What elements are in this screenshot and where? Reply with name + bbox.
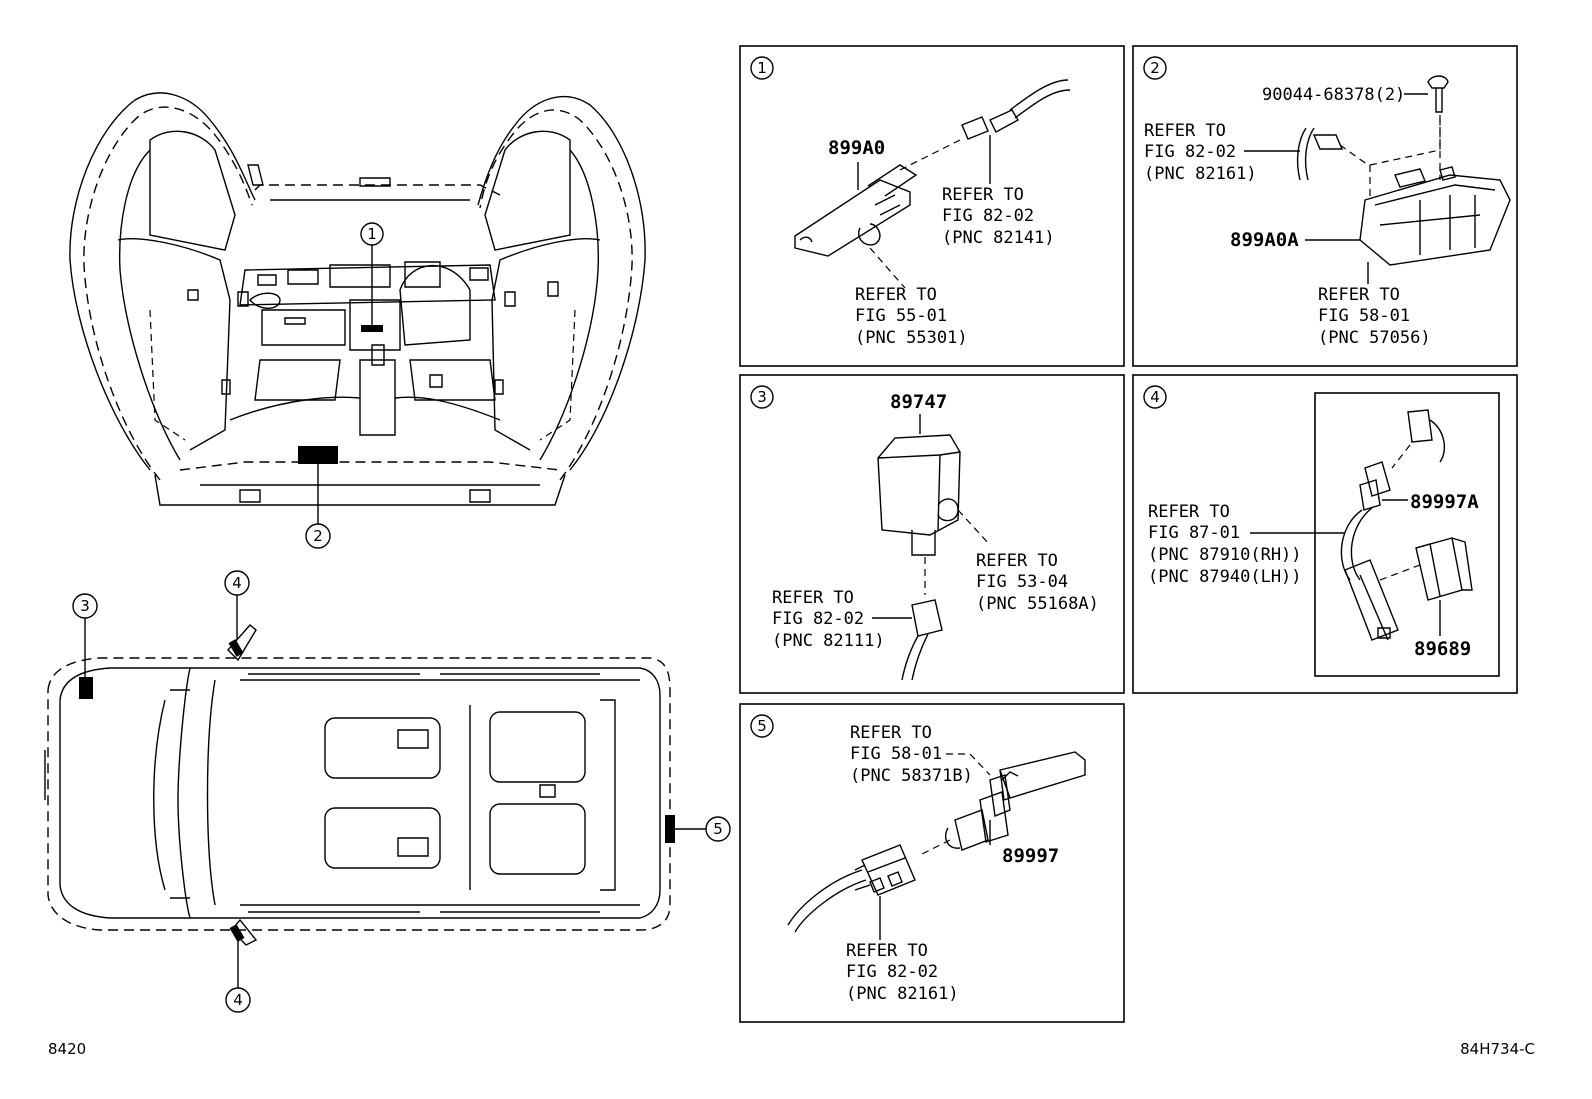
svg-text:FIG 82-02: FIG 82-02 [1144,142,1236,162]
svg-text:REFER TO: REFER TO [772,588,854,608]
svg-text:1: 1 [367,225,377,243]
detail-panel-2: 2 90044-68378(2) REFER TO FIG 82-02 (PNC… [1132,45,1518,367]
svg-text:(PNC 82161): (PNC 82161) [846,984,959,1004]
svg-text:FIG 55-01: FIG 55-01 [855,306,947,326]
svg-text:FIG 87-01: FIG 87-01 [1148,523,1240,543]
top-view-illustration [44,624,675,946]
figure-number: 8420 [48,1040,86,1058]
svg-text:REFER TO: REFER TO [976,551,1058,571]
svg-text:FIG 82-02: FIG 82-02 [772,609,864,629]
interior-view-illustration [69,92,646,506]
svg-text:1: 1 [757,59,767,77]
svg-text:2: 2 [313,527,323,545]
svg-text:2: 2 [1150,59,1160,77]
drawing-code: 84H734-C [1460,1040,1535,1058]
svg-text:REFER TO: REFER TO [942,185,1024,205]
svg-text:5: 5 [713,820,723,838]
svg-text:3: 3 [80,597,90,615]
svg-text:REFER TO: REFER TO [855,285,937,305]
svg-text:(PNC 55168A): (PNC 55168A) [976,594,1099,614]
svg-text:4: 4 [1150,388,1160,406]
svg-text:(PNC 87940(LH)): (PNC 87940(LH)) [1148,567,1302,587]
callout-5-topview: 5 [675,816,731,842]
svg-text:5: 5 [757,717,767,735]
svg-text:3: 3 [757,388,767,406]
svg-text:(PNC 82141): (PNC 82141) [942,228,1055,248]
svg-text:(PNC 55301): (PNC 55301) [855,328,968,348]
svg-text:REFER TO: REFER TO [1318,285,1400,305]
svg-text:FIG 82-02: FIG 82-02 [846,962,938,982]
callout-3-topview: 3 [72,593,98,677]
part-number-899A0A: 899A0A [1230,229,1299,251]
svg-text:(PNC 87910(RH)): (PNC 87910(RH)) [1148,545,1302,565]
svg-text:FIG 82-02: FIG 82-02 [942,206,1034,226]
svg-text:(PNC 82161): (PNC 82161) [1144,164,1257,184]
svg-text:REFER TO: REFER TO [1148,502,1230,522]
detail-panel-5: 5 REFER TO FIG 58-01 (PNC 58371B) 89997 … [739,703,1125,1023]
part-number-89997A: 89997A [1410,491,1479,513]
callout-1-interior: 1 [360,222,384,325]
detail-panel-4: 4 89997A 89689 REFER TO FIG 87-01 (PNC 8… [1132,374,1518,694]
svg-text:4: 4 [233,991,243,1009]
callout-4-topview-bottom: 4 [225,940,251,1013]
part-number-89689: 89689 [1414,638,1471,660]
svg-text:(PNC 82111): (PNC 82111) [772,631,885,651]
svg-text:FIG 58-01: FIG 58-01 [850,744,942,764]
part-number-899A0: 899A0 [828,137,885,159]
callout-2-interior: 2 [305,464,331,549]
svg-text:REFER TO: REFER TO [850,723,932,743]
svg-text:(PNC 57056): (PNC 57056) [1318,328,1431,348]
svg-text:REFER TO: REFER TO [1144,121,1226,141]
part-number-90044-68378: 90044-68378(2) [1262,85,1405,105]
svg-text:4: 4 [232,574,242,592]
svg-text:REFER TO: REFER TO [846,941,928,961]
svg-text:(PNC 58371B): (PNC 58371B) [850,766,973,786]
detail-panel-3: 3 89747 REFER TO FIG 53-04 (PNC 55168A) … [739,374,1125,694]
callout-4-topview-top: 4 [224,570,250,640]
svg-text:FIG 53-04: FIG 53-04 [976,572,1068,592]
part-number-89747: 89747 [890,391,947,413]
svg-text:FIG 58-01: FIG 58-01 [1318,306,1410,326]
detail-panel-1: 1 899A0 REFER TO FIG 82-02 (PNC 82141) R… [739,45,1125,367]
part-number-89997: 89997 [1002,845,1059,867]
